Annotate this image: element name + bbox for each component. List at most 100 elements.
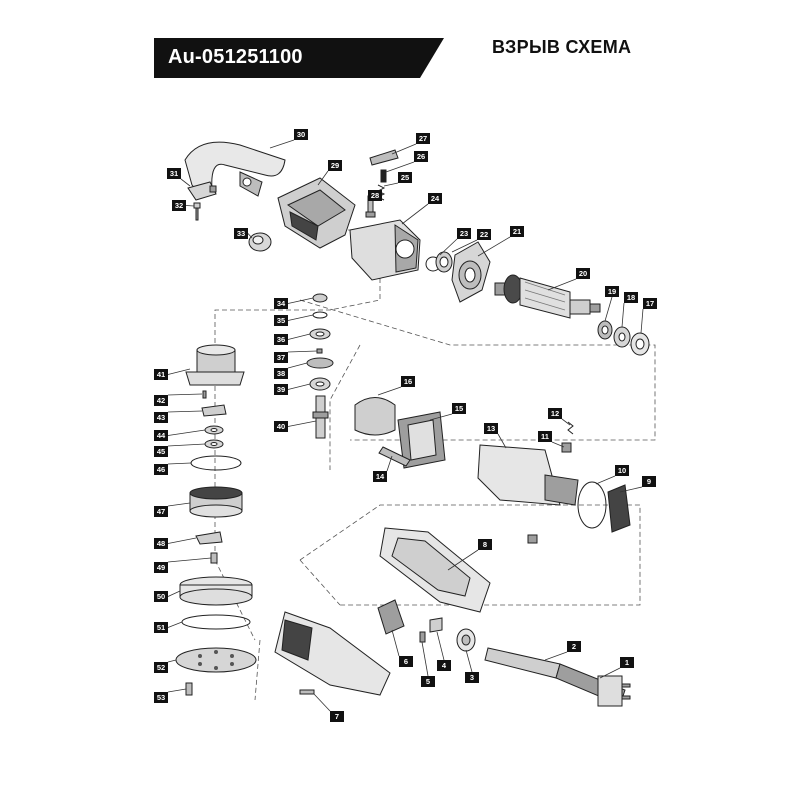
leader-line-18	[621, 302, 625, 328]
callout-box-14	[373, 471, 387, 482]
callout-label-46: 46	[157, 465, 165, 474]
leader-line-47	[167, 502, 191, 507]
callout-28: 28	[368, 190, 382, 201]
callout-box-44	[154, 430, 168, 441]
callout-label-47: 47	[157, 507, 165, 516]
leader-line-1	[599, 667, 621, 679]
leader-line-25	[383, 182, 399, 187]
callout-47: 47	[154, 502, 191, 517]
callout-label-42: 42	[157, 396, 165, 405]
callout-box-3	[465, 672, 479, 683]
callout-box-31	[167, 168, 181, 179]
callout-label-23: 23	[460, 229, 468, 238]
callout-box-15	[452, 403, 466, 414]
leader-line-6	[391, 629, 400, 657]
callout-16: 16	[377, 376, 415, 396]
callout-41: 41	[154, 368, 191, 380]
leader-line-52	[167, 659, 177, 663]
callout-box-29	[328, 160, 342, 171]
callout-label-27: 27	[419, 134, 427, 143]
part-bearing-plate	[349, 219, 421, 281]
leader-line-27	[391, 143, 417, 155]
callout-52: 52	[154, 659, 177, 673]
callout-box-34	[274, 298, 288, 309]
callout-label-38: 38	[277, 369, 285, 378]
part-flange-21	[451, 241, 491, 303]
callout-label-21: 21	[513, 227, 521, 236]
callout-label-44: 44	[157, 431, 166, 440]
callout-box-43	[154, 412, 168, 423]
callout-label-5: 5	[426, 677, 430, 686]
leader-line-21	[477, 236, 511, 257]
callout-45: 45	[154, 443, 206, 457]
callout-box-35	[274, 315, 288, 326]
callout-12: 12	[548, 408, 571, 426]
callout-label-51: 51	[157, 623, 165, 632]
part-bearing-22	[435, 251, 453, 273]
callout-label-3: 3	[470, 673, 474, 682]
callout-25: 25	[383, 172, 412, 187]
leader-line-12	[561, 418, 571, 426]
callout-label-12: 12	[551, 409, 559, 418]
callout-label-4: 4	[442, 661, 447, 670]
callout-48: 48	[154, 537, 197, 549]
callout-label-26: 26	[417, 152, 425, 161]
leader-line-10	[595, 475, 616, 485]
callout-label-1: 1	[625, 658, 629, 667]
callout-label-2: 2	[572, 642, 576, 651]
leader-line-8	[447, 549, 479, 571]
leader-line-22	[451, 239, 478, 253]
part-handle	[184, 141, 286, 197]
callout-11: 11	[538, 431, 565, 448]
callout-32: 32	[172, 200, 195, 211]
part-gear-38	[306, 357, 334, 369]
part-pin-26	[380, 169, 387, 183]
leader-line-49	[167, 557, 212, 563]
callout-box-30	[294, 129, 308, 140]
callout-box-18	[624, 292, 638, 303]
part-lever-27	[369, 149, 399, 166]
leader-line-53	[167, 688, 187, 693]
callout-box-32	[172, 200, 186, 211]
callout-23: 23	[439, 228, 471, 256]
leader-line-50	[167, 590, 181, 597]
callout-15: 15	[429, 403, 466, 421]
part-ring-gear-46	[190, 455, 242, 471]
callout-3: 3	[465, 649, 479, 683]
leader-line-32	[185, 205, 195, 207]
callout-26: 26	[385, 151, 428, 173]
callout-46: 46	[154, 462, 192, 475]
callout-31: 31	[167, 168, 191, 187]
part-field-coil-15	[397, 411, 446, 469]
part-washer-44	[204, 425, 224, 435]
part-handle-cover-7	[274, 611, 391, 696]
leader-line-7	[313, 693, 331, 712]
part-brush-holder-14	[378, 446, 411, 467]
callout-label-30: 30	[297, 130, 305, 139]
callout-33: 33	[234, 228, 253, 239]
callout-box-12	[548, 408, 562, 419]
leader-line-45	[167, 443, 206, 447]
callout-49: 49	[154, 557, 212, 573]
callout-label-39: 39	[277, 385, 285, 394]
part-strain-relief-3	[456, 628, 476, 652]
callout-label-25: 25	[401, 173, 409, 182]
part-gear-housing	[277, 177, 356, 249]
callout-label-6: 6	[404, 657, 408, 666]
callout-box-4	[437, 660, 451, 671]
part-clamp	[187, 181, 217, 201]
callout-box-21	[510, 226, 524, 237]
leader-line-43	[167, 410, 203, 413]
callout-label-29: 29	[331, 161, 339, 170]
callout-10: 10	[595, 465, 629, 485]
leader-line-17	[640, 308, 644, 334]
leader-line-13	[497, 433, 507, 449]
part-spring-12	[567, 421, 574, 435]
diagram-title: ВЗРЫВ СХЕМА	[492, 37, 632, 57]
callout-box-13	[484, 423, 498, 434]
callout-50: 50	[154, 590, 181, 602]
callout-box-6	[399, 656, 413, 667]
callout-box-38	[274, 368, 288, 379]
leader-line-38	[287, 362, 308, 369]
callout-label-10: 10	[618, 466, 626, 475]
